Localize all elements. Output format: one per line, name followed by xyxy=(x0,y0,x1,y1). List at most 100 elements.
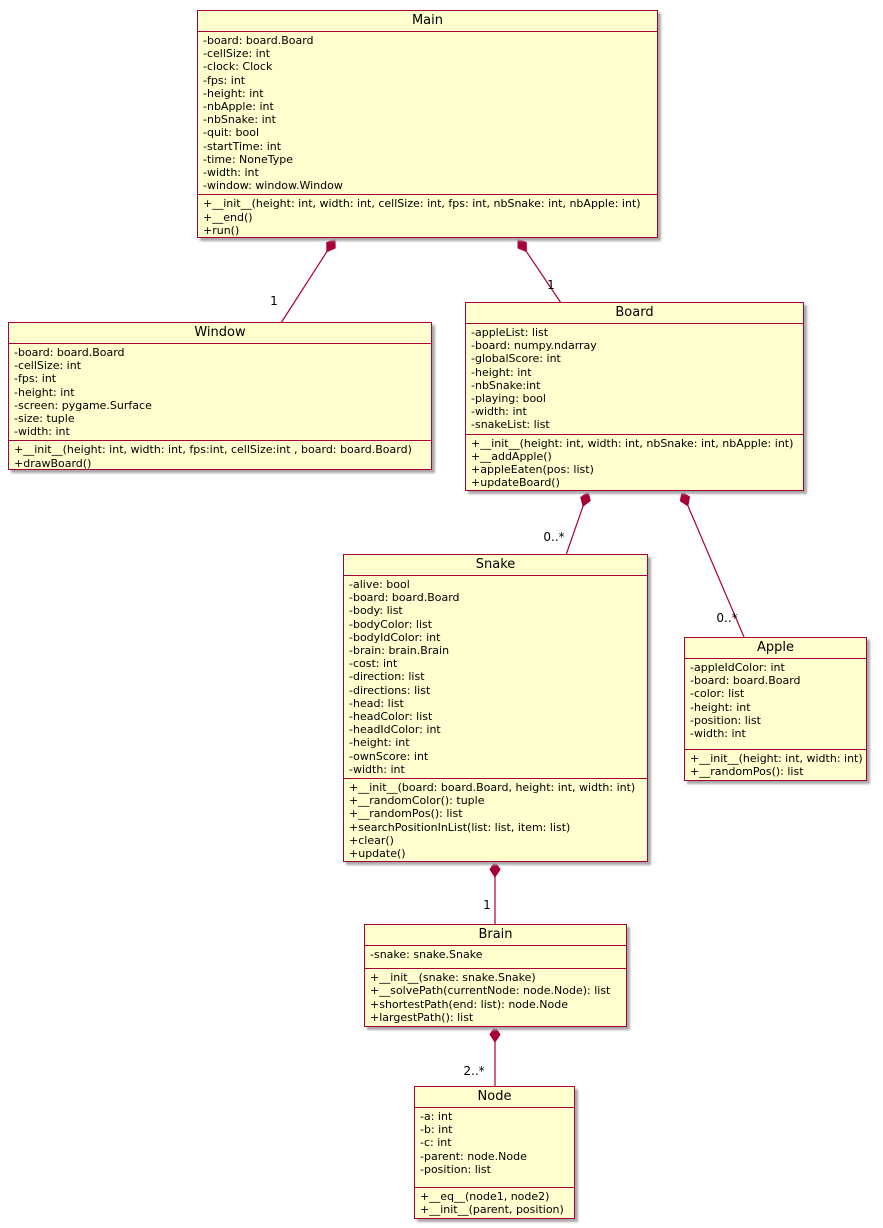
uml-member-row: -directions: list xyxy=(349,683,431,697)
uml-member-row: +shortestPath(end: list): node.Node xyxy=(370,997,568,1011)
class-methods-board: +__init__(height: int, width: int, nbSna… xyxy=(466,433,803,490)
class-box-main: Main -board: board.Board-cellSize: int-c… xyxy=(197,10,658,238)
class-box-apple: Apple -appleIdColor: int-board: board.Bo… xyxy=(684,637,867,781)
uml-member-row: -width: int xyxy=(349,762,405,776)
uml-member-row: -nbApple: int xyxy=(203,100,274,114)
uml-member-row: -height: int xyxy=(349,736,410,750)
composition-diamond-snake-brain xyxy=(489,861,501,878)
uml-member-row: +__eq__(node1, node2) xyxy=(420,1189,550,1203)
uml-member-row: -width: int xyxy=(690,727,746,741)
uml-member-row: -alive: bool xyxy=(349,578,410,591)
uml-member-row: -bodyColor: list xyxy=(349,617,433,631)
class-attributes-board: -appleList: list-board: numpy.ndarray-gl… xyxy=(466,324,803,434)
composition-edge-main-board xyxy=(517,238,562,304)
uml-member-row: -board: numpy.ndarray xyxy=(471,339,597,353)
uml-member-row: -height: int xyxy=(14,385,75,399)
uml-member-row: +__randomPos(): list xyxy=(690,764,804,778)
uml-member-row: -nbSnake:int xyxy=(471,378,541,392)
uml-member-row: -time: NoneType xyxy=(203,152,293,166)
class-title-node: Node xyxy=(415,1087,574,1108)
class-attributes-node: -a: int-b: int-c: int-parent: node.Node-… xyxy=(415,1108,574,1187)
uml-member-row: -board: board.Board xyxy=(203,34,314,47)
class-methods-snake: +__init__(board: board.Board, height: in… xyxy=(344,778,647,861)
uml-member-row: +__end() xyxy=(203,210,253,224)
class-box-board: Board -appleList: list-board: numpy.ndar… xyxy=(465,302,804,491)
uml-member-row: -width: int xyxy=(14,425,70,439)
composition-edge-board-snake xyxy=(565,491,589,556)
class-title-brain: Brain xyxy=(365,925,626,946)
class-title-apple: Apple xyxy=(685,638,866,659)
uml-member-row: +__init__(height: int, width: int, nbSna… xyxy=(471,436,794,450)
class-box-snake: Snake -alive: bool-board: board.Board-bo… xyxy=(343,554,648,862)
class-box-window: Window -board: board.Board-cellSize: int… xyxy=(8,322,432,470)
uml-member-row: -screen: pygame.Surface xyxy=(14,398,152,412)
uml-member-row: +__init__(height: int, width: int) xyxy=(690,751,863,765)
composition-diamond-main-window xyxy=(326,238,336,253)
uml-member-row: -head: list xyxy=(349,696,404,710)
class-title-window: Window xyxy=(9,323,431,344)
uml-member-row: -position: list xyxy=(420,1162,491,1176)
uml-member-row: -parent: node.Node xyxy=(420,1149,527,1163)
class-attributes-main: -board: board.Board-cellSize: int-clock:… xyxy=(198,32,657,194)
multiplicity-label-main-window: 1 xyxy=(270,294,278,308)
uml-member-row: -width: int xyxy=(471,405,527,419)
uml-member-row: -headIdColor: int xyxy=(349,723,441,737)
uml-member-row: +__randomColor(): tuple xyxy=(349,794,485,808)
uml-member-row: +__randomPos(): list xyxy=(349,807,463,821)
uml-member-row: +__init__(snake: snake.Snake) xyxy=(370,971,536,985)
class-attributes-apple: -appleIdColor: int-board: board.Board-co… xyxy=(685,659,866,749)
class-title-snake: Snake xyxy=(344,555,647,576)
class-methods-apple: +__init__(height: int, width: int)+__ran… xyxy=(685,748,866,780)
composition-diamond-brain-node xyxy=(489,1026,501,1043)
multiplicity-label-snake-brain: 1 xyxy=(483,898,491,912)
uml-member-row: -board: board.Board xyxy=(690,674,801,688)
uml-member-row: +run() xyxy=(203,223,240,237)
uml-member-row: -size: tuple xyxy=(14,412,75,426)
class-attributes-brain: -snake: snake.Snake xyxy=(365,946,626,968)
class-attributes-snake: -alive: bool-board: board.Board-body: li… xyxy=(344,576,647,778)
uml-member-row: -board: board.Board xyxy=(349,591,460,605)
uml-member-row: -globalScore: int xyxy=(471,352,561,366)
uml-member-row: +updateBoard() xyxy=(471,476,560,490)
class-box-node: Node -a: int-b: int-c: int-parent: node.… xyxy=(414,1086,575,1219)
composition-diamond-board-snake xyxy=(580,491,591,508)
uml-member-row: -ownScore: int xyxy=(349,749,429,763)
uml-member-row: +largestPath(): list xyxy=(370,1010,474,1024)
multiplicity-label-main-board: 1 xyxy=(547,278,555,292)
uml-member-row: +__init__(height: int, width: int, cellS… xyxy=(203,197,641,211)
uml-member-row: -nbSnake: int xyxy=(203,113,276,127)
uml-member-row: -startTime: int xyxy=(203,139,282,153)
multiplicity-label-board-snake: 0..* xyxy=(543,530,565,544)
class-methods-main: +__init__(height: int, width: int, cellS… xyxy=(198,194,657,237)
uml-member-row: -position: list xyxy=(690,713,761,727)
class-methods-node: +__eq__(node1, node2)+__init__(parent, p… xyxy=(415,1186,574,1218)
uml-member-row: +__addApple() xyxy=(471,449,552,463)
multiplicity-label-brain-node: 2..* xyxy=(463,1064,485,1078)
uml-member-row: -body: list xyxy=(349,604,403,618)
uml-member-row: -a: int xyxy=(420,1110,453,1123)
class-title-board: Board xyxy=(466,303,803,324)
uml-member-row: -cellSize: int xyxy=(203,47,271,61)
composition-edge-main-window xyxy=(280,238,336,324)
uml-member-row: -snakeList: list xyxy=(471,418,550,432)
class-methods-brain: +__init__(snake: snake.Snake)+__solvePat… xyxy=(365,968,626,1026)
uml-member-row: -playing: bool xyxy=(471,392,546,406)
uml-member-row: +__solvePath(currentNode: node.Node): li… xyxy=(370,984,611,998)
uml-member-row: -cost: int xyxy=(349,657,398,671)
uml-member-row: -fps: int xyxy=(203,73,246,87)
uml-member-row: -brain: brain.Brain xyxy=(349,644,450,658)
uml-member-row: -clock: Clock xyxy=(203,60,273,74)
uml-member-row: -height: int xyxy=(471,365,532,379)
uml-member-row: -c: int xyxy=(420,1136,452,1150)
uml-member-row: +update() xyxy=(349,847,406,861)
class-box-brain: Brain -snake: snake.Snake +__init__(snak… xyxy=(364,924,627,1027)
uml-member-row: -height: int xyxy=(690,700,751,714)
uml-member-row: -headColor: list xyxy=(349,710,433,724)
uml-member-row: -snake: snake.Snake xyxy=(370,948,483,961)
class-methods-window: +__init__(height: int, width: int, fps:i… xyxy=(9,440,431,469)
uml-member-row: -appleList: list xyxy=(471,326,549,339)
class-attributes-window: -board: board.Board-cellSize: int-fps: i… xyxy=(9,344,431,440)
uml-member-row: -direction: list xyxy=(349,670,425,684)
uml-member-row: -color: list xyxy=(690,687,745,701)
composition-diamond-board-apple xyxy=(679,491,691,507)
